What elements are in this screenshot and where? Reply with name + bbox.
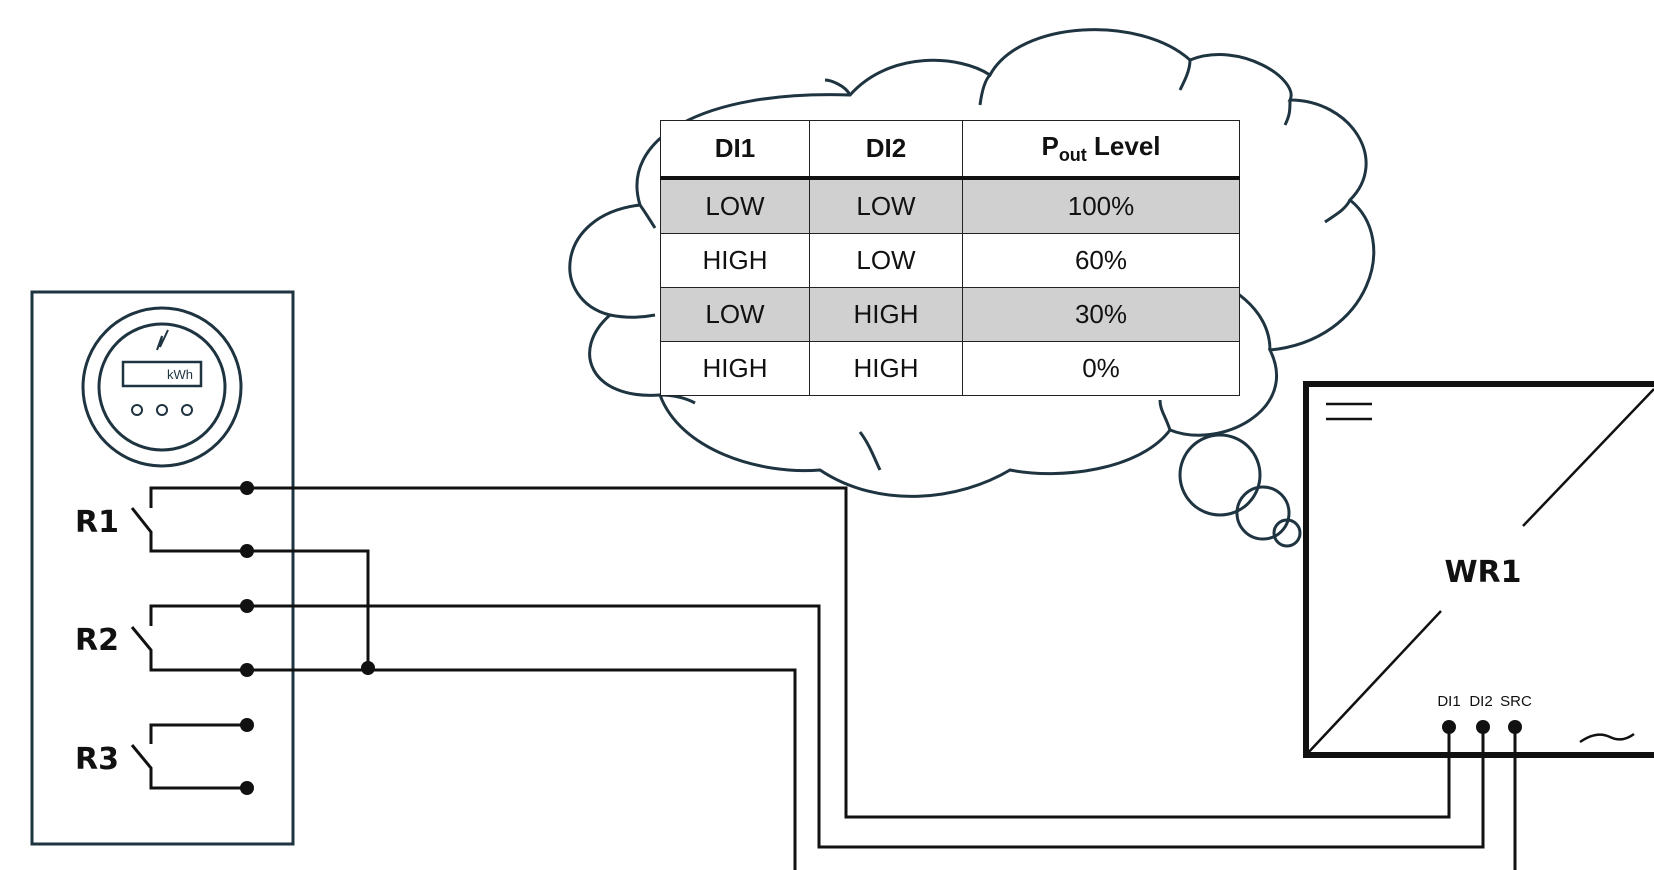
inverter-wr1 — [1303, 381, 1654, 758]
header-di1: DI1 — [660, 120, 810, 180]
relay-r2-label: R2 — [75, 623, 119, 658]
table-row: LOW LOW 100% — [660, 177, 1240, 234]
cell-di1: HIGH — [660, 233, 810, 288]
cell-di2: LOW — [809, 233, 963, 288]
cell-di1: LOW — [660, 177, 810, 234]
table-row: LOW HIGH 30% — [660, 287, 1240, 342]
relay-r1 — [130, 486, 247, 553]
cell-di2: HIGH — [809, 287, 963, 342]
cell-di2: HIGH — [809, 341, 963, 396]
cell-di2: LOW — [809, 177, 963, 234]
header-di2: DI2 — [809, 120, 963, 180]
ac-tilde-icon — [1579, 732, 1635, 744]
relay-r3-label: R3 — [75, 742, 119, 777]
junction-dots — [240, 481, 375, 795]
table-header-row: DI1 DI2 Pout Level — [660, 120, 1240, 180]
terminal-src-label: SRC — [1500, 693, 1532, 710]
cell-di1: LOW — [660, 287, 810, 342]
relay-r2 — [130, 604, 247, 672]
pout-level-table: DI1 DI2 Pout Level LOW LOW 100% HIGH LOW… — [660, 120, 1240, 396]
cell-level: 30% — [962, 287, 1240, 342]
inverter-label: WR1 — [1444, 555, 1521, 590]
cell-level: 0% — [962, 341, 1240, 396]
relay-r1-label: R1 — [75, 505, 119, 540]
cell-di1: HIGH — [660, 341, 810, 396]
terminal-di2-label: DI2 — [1469, 693, 1492, 710]
meter-enclosure: kWh — [30, 290, 295, 846]
table-row: HIGH LOW 60% — [660, 233, 1240, 288]
terminal-di1-label: DI1 — [1437, 693, 1460, 710]
meter-icon — [81, 306, 243, 468]
thought-cloud — [568, 28, 1376, 548]
wires — [247, 486, 1517, 870]
meter-kwh-label: kWh — [167, 367, 193, 382]
header-pout-level: Pout Level — [962, 120, 1240, 180]
relay-r3 — [130, 723, 247, 790]
table-row: HIGH HIGH 0% — [660, 341, 1240, 396]
cell-level: 60% — [962, 233, 1240, 288]
cell-level: 100% — [962, 177, 1240, 234]
